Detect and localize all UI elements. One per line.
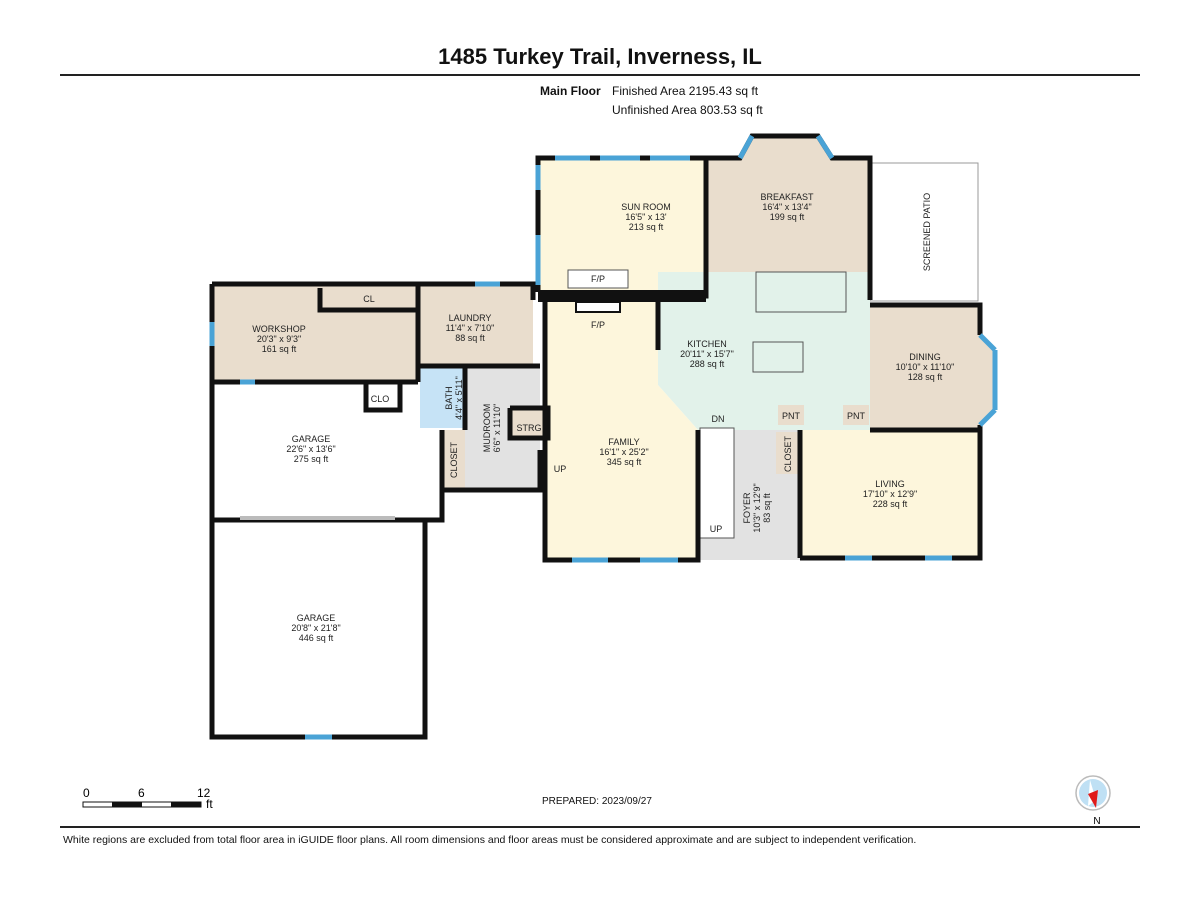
island [752,341,804,373]
pnt-2 [843,405,869,425]
header-divider [60,74,1140,76]
workshop-dims: 20'3" x 9'3" [257,334,301,344]
fireplace-wall [538,290,706,313]
page-title: 1485 Turkey Trail, Inverness, IL [438,44,762,69]
dining-name: DINING [909,352,941,362]
kitchen-name: KITCHEN [687,339,727,349]
disclaimer: White regions are excluded from total fl… [63,834,917,846]
prepared-date: PREPARED: 2023/09/27 [542,796,652,807]
living-name: LIVING [875,479,905,489]
patio-name: SCREENED PATIO [922,193,932,271]
laundry-area: 88 sq ft [455,333,485,343]
garage2-name: GARAGE [297,613,336,623]
pnt-1 [778,405,804,425]
bath-name: BATH [444,386,454,409]
pnt-label-2: PNT [847,411,866,421]
floor-label: Main Floor [540,84,601,98]
counter [755,271,847,313]
breakfast-dims: 16'4" x 13'4" [762,202,811,212]
living-area: 228 sq ft [873,499,908,509]
pnt-label-1: PNT [782,411,801,421]
scale-tick-6: 6 [138,786,145,800]
laundry-name: LAUNDRY [449,313,492,323]
workshop-name: WORKSHOP [252,324,306,334]
family-name: FAMILY [608,437,639,447]
up-label-mud: UP [554,464,567,474]
bath-dims: 4'4" x 5'11" [454,376,464,420]
clo-label: CLO [371,394,390,404]
bath-fill [420,368,465,428]
closet-foyer-label: CLOSET [783,435,793,472]
mudroom-dims: 6'6" x 11'10" [492,404,502,453]
living-dims: 17'10" x 12'9" [863,489,917,499]
breakfast-fill [706,136,870,272]
footer-divider [60,826,1140,828]
foyer-name: FOYER [742,492,752,524]
breakfast-area: 199 sq ft [770,212,805,222]
room-fills [212,136,995,560]
dining-area: 128 sq ft [908,372,943,382]
garage2-area: 446 sq ft [299,633,334,643]
dining-fill [870,305,995,430]
cl-label: CL [363,294,375,304]
sunroom-area: 213 sq ft [629,222,664,232]
garage1-dims: 22'6" x 13'6" [286,444,335,454]
family-dims: 16'1" x 25'2" [599,447,648,457]
stairs-fill [699,427,735,539]
workshop-area: 161 sq ft [262,344,297,354]
family-area: 345 sq ft [607,457,642,467]
fp-sunroom-label: F/P [591,274,605,284]
windows [209,134,998,740]
fp-sunroom [567,269,629,289]
scale-unit: ft [206,797,213,811]
unfinished-area: Unfinished Area 803.53 sq ft [612,103,763,117]
fp-family-label: F/P [591,320,605,330]
finished-area: Finished Area 2195.43 sq ft [612,84,759,98]
laundry-dims: 11'4" x 7'10" [446,323,495,333]
living-fill [800,430,980,558]
garage2-dims: 20'8" x 21'8" [291,623,340,633]
scale-bar: 0 6 12 ft [82,786,213,811]
dn-label: DN [712,414,725,424]
sunroom-dims: 16'5" x 13' [625,212,666,222]
closet-mud-label: CLOSET [449,441,459,478]
scale-tick-12: 12 [197,786,211,800]
breakfast-name: BREAKFAST [760,192,814,202]
room-labels: SUN ROOM 16'5" x 13' 213 sq ft BREAKFAST… [252,192,954,643]
closet-foyer-fill [776,432,798,474]
kitchen-dims: 20'11" x 15'7" [680,349,734,359]
workshop-fill [212,284,418,382]
dining-dims: 10'10" x 11'10" [896,362,955,372]
compass-icon: N [1075,775,1111,827]
up-label-foyer: UP [710,524,723,534]
kitchen-area: 288 sq ft [690,359,725,369]
sunroom-name: SUN ROOM [621,202,671,212]
scale-tick-0: 0 [83,786,90,800]
mudroom-name: MUDROOM [482,404,492,453]
patio-outline [869,162,979,302]
strg-label: STRG [516,423,541,433]
family-fill [545,300,698,560]
compass-label: N [1093,816,1100,827]
garage1-name: GARAGE [292,434,331,444]
laundry-fill [418,284,533,366]
foyer-area: 83 sq ft [762,493,772,523]
garage1-area: 275 sq ft [294,454,329,464]
closet-fill [442,430,465,488]
strg-fill [510,408,548,438]
foyer-dims: 10'3" x 12'9" [752,483,762,532]
